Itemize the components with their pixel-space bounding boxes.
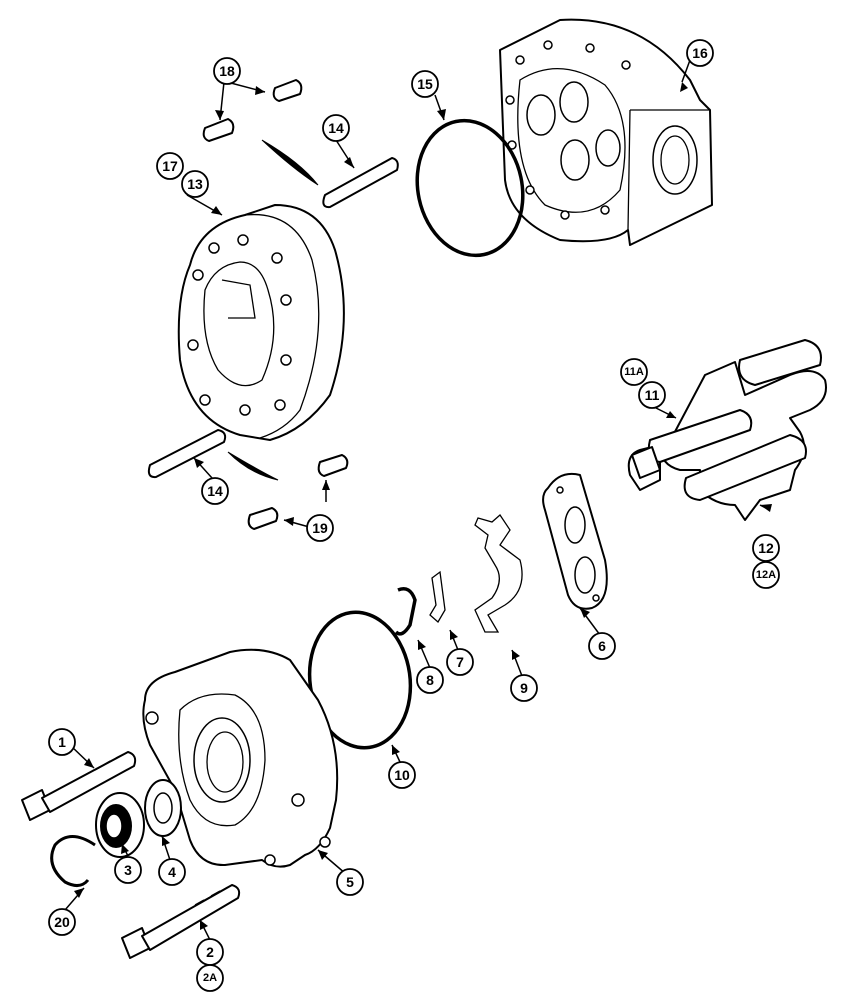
callout-20: 20: [48, 908, 76, 936]
leader-arrowheads: [74, 82, 772, 930]
callout-14-lower-label: 14: [207, 483, 223, 499]
washer-part: [144, 779, 182, 837]
callout-2-label: 2: [206, 944, 214, 960]
callout-17-label: 17: [162, 158, 178, 174]
short-pin-19a-part: [317, 454, 349, 477]
callout-9-label: 9: [520, 680, 528, 696]
short-pin-18b-part: [202, 118, 235, 142]
seal-retainer-part: [474, 514, 523, 633]
callout-14-upper: 14: [322, 114, 350, 142]
callout-11a-label: 11A: [624, 366, 644, 378]
callout-3-label: 3: [124, 862, 132, 878]
alignment-swoosh-lower: [227, 451, 279, 481]
callout-11: 11: [638, 381, 666, 409]
cap-screw-2-part: [121, 884, 241, 959]
callout-16: 16: [686, 39, 714, 67]
callout-4-label: 4: [168, 864, 176, 880]
callout-15-label: 15: [417, 76, 433, 92]
short-pin-18a-part: [272, 79, 303, 102]
callout-12-label: 12: [758, 540, 774, 556]
callout-12: 12: [752, 534, 780, 562]
cap-screw-1-part: [21, 751, 137, 821]
callout-18: 18: [213, 57, 241, 85]
short-pin-19b-part: [247, 507, 279, 530]
callout-17: 17: [156, 152, 184, 180]
callout-14-upper-label: 14: [328, 120, 344, 136]
callout-3: 3: [114, 856, 142, 884]
callout-13-label: 13: [187, 176, 203, 192]
dowel-pin-upper-part: [322, 157, 399, 209]
spring-8-part: [394, 587, 417, 636]
callout-11-label: 11: [645, 387, 660, 403]
callout-8-label: 8: [426, 672, 434, 688]
callout-7: 7: [446, 648, 474, 676]
callout-11a: 11A: [620, 358, 648, 386]
gear-body-part: [177, 204, 345, 441]
callout-1-label: 1: [58, 734, 66, 750]
o-ring-lower-part: [307, 610, 413, 750]
callout-19-label: 19: [312, 520, 328, 536]
shaft-seal-part: [95, 792, 145, 858]
clip-7-part: [429, 570, 446, 624]
callout-13: 13: [181, 170, 209, 198]
o-ring-upper-part: [415, 118, 525, 258]
wear-plate-part: [542, 472, 608, 610]
callout-15: 15: [411, 70, 439, 98]
callout-10-label: 10: [394, 767, 410, 783]
callout-12a: 12A: [752, 561, 780, 589]
callout-5: 5: [336, 868, 364, 896]
callout-10: 10: [388, 761, 416, 789]
gear-shaft-assembly-part: [627, 339, 827, 521]
callout-2: 2: [196, 938, 224, 966]
snap-ring-part: [50, 835, 96, 887]
dowel-pin-lower-part: [147, 429, 227, 479]
front-housing-part: [142, 648, 339, 868]
callout-6-label: 6: [598, 638, 606, 654]
callout-2a-label: 2A: [203, 972, 217, 984]
callout-5-label: 5: [346, 874, 354, 890]
callout-4: 4: [158, 858, 186, 886]
callout-8: 8: [416, 666, 444, 694]
callout-19: 19: [306, 514, 334, 542]
callout-16-label: 16: [692, 45, 708, 61]
callout-20-label: 20: [54, 914, 70, 930]
callout-1: 1: [48, 728, 76, 756]
callout-14-lower: 14: [201, 477, 229, 505]
callout-9: 9: [510, 674, 538, 702]
callout-6: 6: [588, 632, 616, 660]
callout-18-label: 18: [219, 63, 235, 79]
alignment-swoosh-upper: [261, 139, 319, 186]
rear-housing-part: [499, 18, 713, 246]
callout-12a-label: 12A: [756, 569, 776, 581]
callout-2a: 2A: [196, 964, 224, 992]
callout-7-label: 7: [456, 654, 464, 670]
